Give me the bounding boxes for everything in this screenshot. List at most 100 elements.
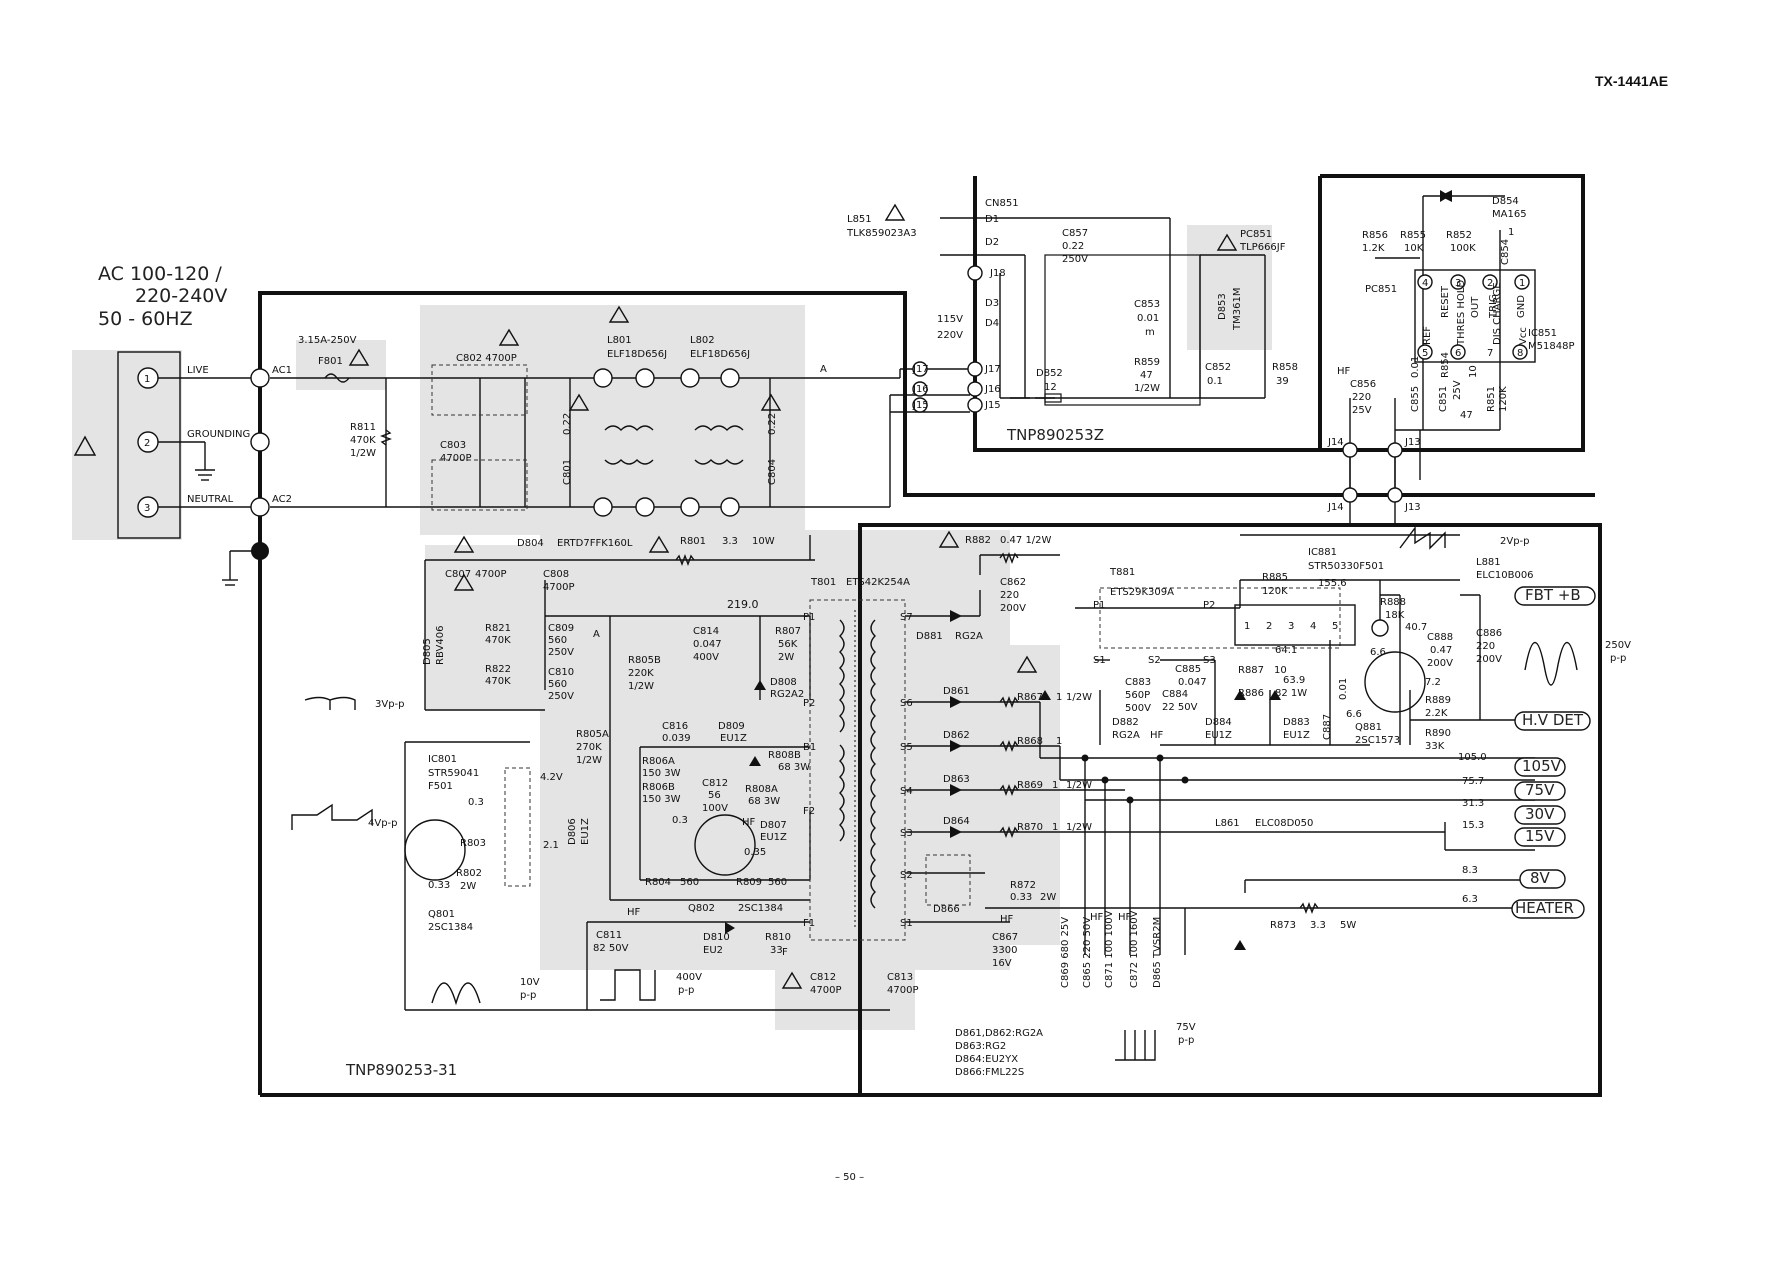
r811-val2: 1/2W xyxy=(350,448,376,459)
r888-val: 18K xyxy=(1385,610,1405,621)
r886-label: R886 xyxy=(1238,688,1264,699)
c813-label: C813 xyxy=(887,972,913,983)
t801-pin-s4: S4 xyxy=(900,786,913,797)
cn851-label: CN851 xyxy=(985,198,1019,209)
r856-val: 1.2K xyxy=(1362,243,1385,254)
c812-small-label: C812 xyxy=(702,778,728,789)
r810-val: 33 xyxy=(770,945,783,956)
r802-label: R802 xyxy=(456,868,482,879)
v66a-label: 6.6 xyxy=(1370,647,1386,658)
c808-label: C808 xyxy=(543,569,569,580)
c886-val1: 220 xyxy=(1476,641,1495,652)
ac-line3: 50 - 60HZ xyxy=(98,308,193,330)
c809-label: C809 xyxy=(548,623,574,634)
d881-label: D881 xyxy=(916,631,943,642)
waveform-3vpp: 3Vp-p xyxy=(375,699,405,710)
waveform-75v-pp: p-p xyxy=(1178,1035,1194,1046)
board-sub-label: TNP890253Z xyxy=(1006,426,1104,444)
r821-val: 470K xyxy=(485,635,511,646)
hf-mark-c871: HF xyxy=(1118,912,1132,923)
d853-part: TM361M xyxy=(1232,288,1243,331)
t881-part: ETS29K309A xyxy=(1110,587,1174,598)
output-pills xyxy=(1511,586,1596,919)
d810-label: D810 xyxy=(703,932,730,943)
d809-part: EU1Z xyxy=(720,733,747,744)
c811-label: C811 xyxy=(596,930,622,941)
r854-label: R854 xyxy=(1440,352,1451,378)
r867-val: 1 xyxy=(1056,692,1062,703)
c807-val: 4700P xyxy=(475,569,506,580)
waveform-400v-pp: p-p xyxy=(678,985,694,996)
c808-val: 4700P xyxy=(543,582,574,593)
c813-val: 4700P xyxy=(887,985,918,996)
c885-val: 0.047 xyxy=(1178,677,1207,688)
r872-watt: 2W xyxy=(1040,892,1056,903)
ic881-label: IC881 xyxy=(1308,547,1337,558)
ic851-part: M51848P xyxy=(1528,341,1574,352)
d852-val: 12 xyxy=(1044,382,1057,393)
v639-label: 63.9 xyxy=(1283,675,1305,686)
l802-label: L802 xyxy=(690,335,715,346)
r803-label: R803 xyxy=(460,838,486,849)
l851-part: TLK859023A3 xyxy=(846,228,917,239)
d861-label: D861 xyxy=(943,686,970,697)
l861-part: ELC08D050 xyxy=(1255,818,1313,829)
c867-val1: 3300 xyxy=(992,945,1017,956)
ic881-pin-4: 4 xyxy=(1310,621,1316,632)
l881-label: L881 xyxy=(1476,557,1501,568)
j13-upper: J13 xyxy=(1404,437,1421,448)
c888-val2: 200V xyxy=(1427,658,1453,669)
c862-val1: 220 xyxy=(1000,590,1019,601)
c887-val: 0.01 xyxy=(1338,678,1349,700)
t801-pin-s3: S3 xyxy=(900,828,913,839)
r808a-val: 68 3W xyxy=(748,796,780,807)
terminal-1-num: 1 xyxy=(144,374,150,385)
output-105v: 105V xyxy=(1522,757,1562,775)
r886-val: 82 1W xyxy=(1275,688,1307,699)
waveform-2vpp: 2Vp-p xyxy=(1500,536,1530,547)
r869-val: 1 xyxy=(1052,780,1058,791)
ic881-pin-1: 1 xyxy=(1244,621,1250,632)
t801-label: T801 xyxy=(810,577,836,588)
q802-part: 2SC1384 xyxy=(738,903,783,914)
ic851-num-5: 5 xyxy=(1422,348,1428,359)
r805a-val1: 270K xyxy=(576,742,602,753)
t881-pin-p2: P2 xyxy=(1203,600,1215,611)
c887-label: C887 xyxy=(1322,714,1333,740)
d866-label: D866 xyxy=(933,904,960,915)
r805b-val1: 220K xyxy=(628,668,654,679)
fuse-rating: 3.15A-250V xyxy=(298,335,357,346)
c856-val1: 220 xyxy=(1352,392,1371,403)
t881-pin-s2: S2 xyxy=(1148,655,1161,666)
c857-val1: 0.22 xyxy=(1062,241,1084,252)
output-8v-volt: 8.3 xyxy=(1462,865,1478,876)
c885-label: C885 xyxy=(1175,664,1201,675)
d881-part: RG2A xyxy=(955,631,983,642)
ic851-pin-thres: THRES HOLD xyxy=(1456,280,1467,346)
hf-mark-timer: HF xyxy=(1337,366,1351,377)
c810-label: C810 xyxy=(548,667,574,678)
r890-val: 33K xyxy=(1425,741,1445,752)
r870-label: R870 xyxy=(1017,822,1043,833)
c857-label: C857 xyxy=(1062,228,1088,239)
waveform-10v: 10V xyxy=(520,977,540,988)
r858-val: 39 xyxy=(1276,376,1289,387)
diode-note-2: D863:RG2 xyxy=(955,1041,1006,1052)
l861-label: L861 xyxy=(1215,818,1240,829)
r806a-label: R806A xyxy=(642,756,675,767)
r851-val: 120K xyxy=(1498,386,1509,412)
r882-label: R882 xyxy=(965,535,991,546)
ic851-num-3: 3 xyxy=(1455,278,1461,289)
j18-label: J18 xyxy=(989,268,1006,279)
r870-val: 1 xyxy=(1052,822,1058,833)
c852-val: 0.1 xyxy=(1207,376,1223,387)
q881-label: Q881 xyxy=(1355,722,1382,733)
c814-val2: 400V xyxy=(693,652,719,663)
r805a-val2: 1/2W xyxy=(576,755,602,766)
labels: TX-1441AE – 50 – AC 100-120 / 220-240V 5… xyxy=(98,73,1668,1183)
r822-val: 470K xyxy=(485,676,511,687)
d808-label: D808 xyxy=(770,677,797,688)
d854-label: D854 xyxy=(1492,196,1519,207)
c865-label: C865 220 50V xyxy=(1082,917,1093,988)
r807-label: R807 xyxy=(775,626,801,637)
